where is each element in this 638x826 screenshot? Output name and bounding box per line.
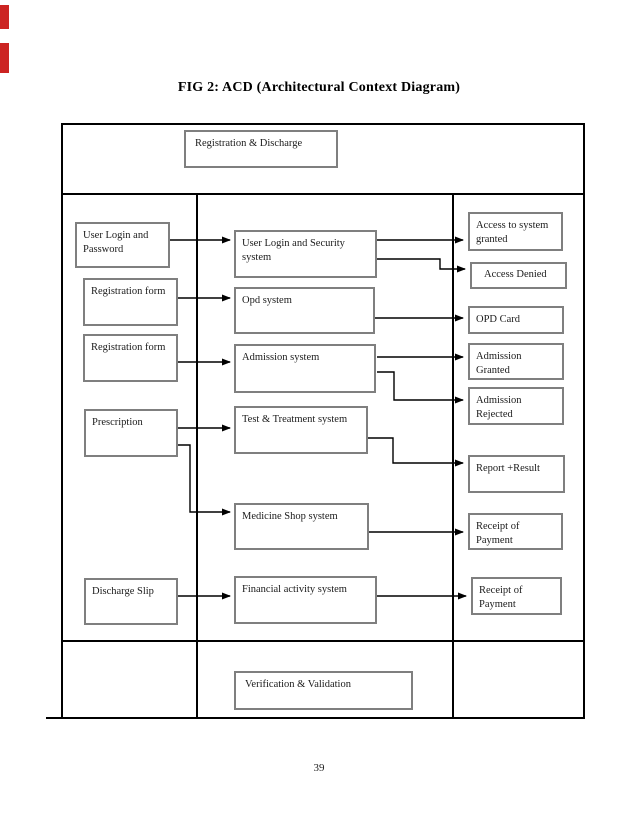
frame-bottom-line: [46, 717, 585, 719]
right-column-divider: [452, 194, 454, 718]
input-box-user-login-password: User Login and Password: [75, 222, 170, 268]
system-box-medicine-shop: Medicine Shop system: [234, 503, 369, 550]
output-box-access-denied: Access Denied: [470, 262, 567, 289]
bottom-section-divider: [61, 640, 585, 642]
verification-validation-box: Verification & Validation: [234, 671, 413, 710]
output-box-receipt-payment-2: Receipt of Payment: [471, 577, 562, 615]
input-box-registration-form-2: Registration form: [83, 334, 178, 382]
figure-title: FIG 2: ACD (Architectural Context Diagra…: [177, 80, 461, 95]
system-box-admission: Admission system: [234, 344, 376, 393]
system-box-financial-activity: Financial activity system: [234, 576, 377, 624]
input-box-discharge-slip: Discharge Slip: [84, 578, 178, 625]
output-box-opd-card: OPD Card: [468, 306, 564, 334]
page-number: 39: [313, 762, 325, 774]
output-box-admission-rejected: Admission Rejected: [468, 387, 564, 425]
registration-discharge-box: Registration & Discharge: [184, 130, 338, 168]
red-margin-mark-bottom: [0, 43, 9, 73]
diagram-frame: [61, 123, 585, 718]
output-box-admission-granted: Admission Granted: [468, 343, 564, 380]
system-box-user-login-security: User Login and Security system: [234, 230, 377, 278]
output-box-receipt-payment-1: Receipt of Payment: [468, 513, 563, 550]
input-box-prescription: Prescription: [84, 409, 178, 457]
output-box-access-granted: Access to system granted: [468, 212, 563, 251]
top-section-divider: [61, 193, 585, 195]
red-margin-mark-top: [0, 5, 9, 29]
output-box-report-result: Report +Result: [468, 455, 565, 493]
system-box-opd: Opd system: [234, 287, 375, 334]
input-box-registration-form-1: Registration form: [83, 278, 178, 326]
left-column-divider: [196, 194, 198, 718]
system-box-test-treatment: Test & Treatment system: [234, 406, 368, 454]
